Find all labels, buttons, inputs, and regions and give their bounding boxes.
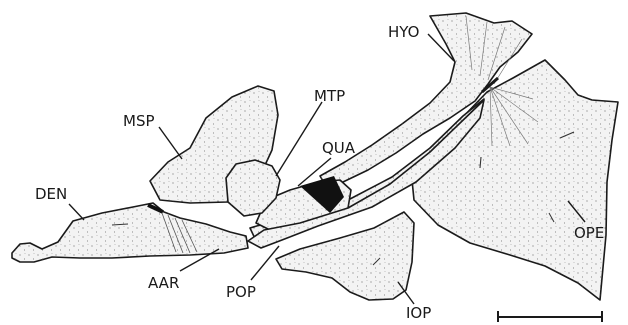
label-msp: MSP bbox=[123, 112, 155, 130]
label-qua: QUA bbox=[322, 139, 356, 157]
leader-msp bbox=[159, 127, 182, 159]
label-den: DEN bbox=[35, 185, 67, 203]
leader-den bbox=[69, 204, 84, 220]
label-iop: IOP bbox=[406, 304, 431, 322]
leader-mtp bbox=[276, 102, 322, 176]
label-aar: AAR bbox=[148, 274, 179, 292]
leader-pop bbox=[251, 246, 279, 280]
scale-bar bbox=[498, 311, 602, 322]
label-hyo: HYO bbox=[388, 23, 419, 41]
label-pop: POP bbox=[226, 283, 256, 301]
label-mtp: MTP bbox=[314, 87, 345, 105]
label-ope: OPE bbox=[574, 224, 604, 242]
